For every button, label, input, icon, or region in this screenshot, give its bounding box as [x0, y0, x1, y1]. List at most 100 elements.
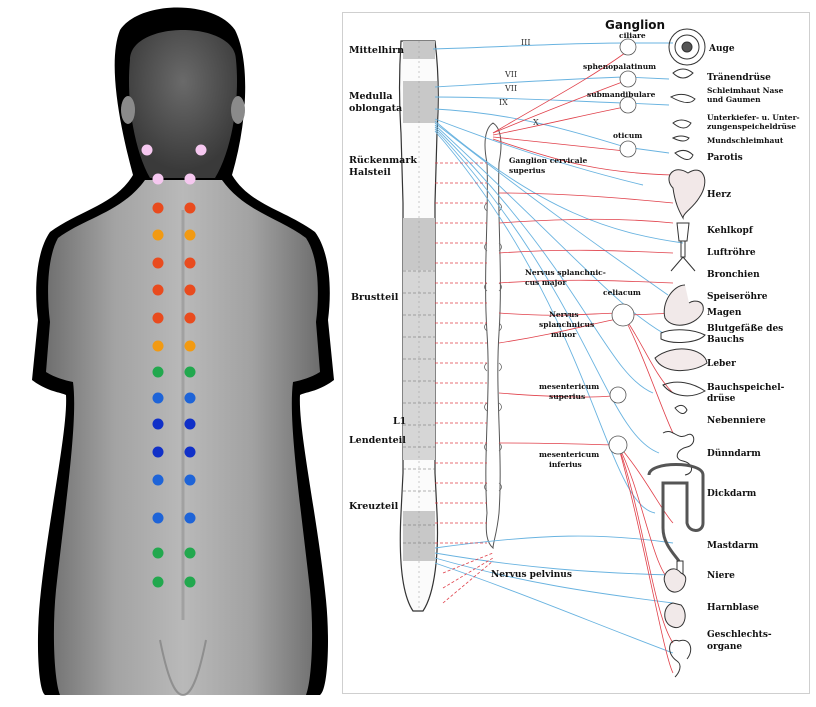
spine-dot-8-left — [152, 340, 164, 352]
label-l1: L1 — [393, 416, 406, 427]
nerve-vii-1: VII — [504, 70, 517, 79]
label-lendenteil: Lendenteil — [349, 435, 406, 446]
spine-dot-16-right — [184, 576, 196, 588]
ganglion-header: Ganglion — [605, 18, 665, 32]
parotid-icon — [674, 149, 694, 160]
bronchi-icon — [670, 256, 696, 272]
label-bronchien: Bronchien — [707, 270, 760, 280]
trachea-icon — [680, 240, 686, 258]
label-bauchspeichel-1: Bauchspeichel- — [707, 383, 785, 393]
splanchnicus-minor-2: splanchnicus — [539, 320, 594, 329]
liver-icon — [654, 348, 708, 372]
label-bauchspeichel-2: drüse — [707, 393, 736, 404]
splanchnicus-minor-1: Nervus — [549, 310, 579, 319]
spine-dot-8-right — [184, 340, 196, 352]
label-blutgefaesse-2: Bauchs — [707, 335, 744, 345]
heart-icon — [668, 169, 706, 220]
splanchnicus-major-1: Nervus splanchnic- — [525, 268, 606, 277]
spine-dot-10-left — [152, 392, 164, 404]
parasympathetic-fibers — [432, 42, 684, 654]
ganglion-cervicale-2: superius — [509, 166, 545, 175]
label-rueckenmark-1: Rückenmark — [349, 155, 417, 166]
blood-vessels-icon — [660, 329, 706, 343]
spine-dot-12-left — [152, 446, 164, 458]
nerve-x: X — [533, 118, 539, 127]
label-mittelhirn: Mittelhirn — [349, 45, 404, 56]
sympathetic-fibers — [435, 52, 684, 674]
label-brustteil: Brustteil — [351, 292, 399, 303]
label-geschlecht-2: organe — [707, 642, 742, 652]
mesentericum-inferius-1: mesentericum — [539, 450, 599, 459]
left-ear — [121, 96, 135, 124]
back-figure-svg — [32, 7, 334, 697]
label-nebenniere: Nebenniere — [707, 416, 766, 426]
head-hair — [128, 30, 238, 178]
organ-sketches — [647, 28, 708, 678]
pancreas-icon — [662, 381, 706, 397]
mesentericum-superius-1: mesentericum — [539, 382, 599, 391]
ganglion-sphenopalatinum: sphenopalatinum — [583, 62, 656, 71]
label-magen: Magen — [707, 308, 742, 318]
label-medulla-1: Medulla — [349, 91, 392, 102]
label-mastdarm: Mastdarm — [707, 541, 759, 551]
spine-dot-5-left — [152, 257, 164, 269]
ganglion-coeliacum: celiacum — [603, 288, 641, 297]
label-rueckenmark-2: Halsteil — [349, 167, 391, 178]
nervous-system-diagram: Ganglion Mittelhirn Medulla oblongata Rü… — [342, 12, 810, 694]
label-parotis: Parotis — [707, 153, 743, 163]
ganglion-cervicale-1: Ganglion cervicale — [509, 156, 587, 165]
right-ear — [231, 96, 245, 124]
label-auge: Auge — [708, 44, 735, 54]
label-dickdarm: Dickdarm — [707, 489, 757, 499]
lacrimal-gland-icon — [672, 68, 694, 79]
spine-dots — [141, 144, 207, 588]
spine-dot-16-left — [152, 576, 164, 588]
splanchnicus-minor-3: minor — [551, 330, 577, 339]
bladder-icon — [664, 602, 686, 629]
spine-dot-6-left — [152, 284, 164, 296]
spine-dot-15-right — [184, 547, 196, 559]
label-speiseroehre: Speiseröhre — [707, 291, 768, 302]
nasal-mucosa-icon — [669, 93, 696, 103]
ganglia-nodes — [608, 38, 637, 455]
label-luftroehre: Luftröhre — [707, 247, 756, 258]
spine-dot-13-left — [152, 474, 164, 486]
mesentericum-superius-2: superius — [549, 392, 585, 401]
spine-dot-3-left — [152, 202, 164, 214]
spine-dot-4-left — [152, 229, 164, 241]
label-blutgefaesse-1: Blutgefäße des — [707, 323, 783, 334]
spine-dot-12-right — [184, 446, 196, 458]
spine-dot-7-right — [184, 312, 196, 324]
label-medulla-2: oblongata — [349, 103, 402, 114]
nerve-vii-2: VII — [504, 84, 517, 93]
label-traenen: Tränendrüse — [707, 72, 771, 83]
label-nase-1: Schleimhaut Nase — [707, 86, 784, 95]
spine-dot-15-left — [152, 547, 164, 559]
spine-dot-9-right — [184, 366, 196, 378]
spine-dot-11-right — [184, 418, 196, 430]
spine-dot-10-right — [184, 392, 196, 404]
label-nase-2: und Gaumen — [707, 95, 761, 104]
spine-dot-2-right — [184, 173, 196, 185]
spine-dot-14-left — [152, 512, 164, 524]
nerve-ix: IX — [499, 98, 508, 107]
spine-dot-7-left — [152, 312, 164, 324]
label-herz: Herz — [707, 190, 731, 200]
spine-dot-3-right — [184, 202, 196, 214]
spine-dot-1-right — [195, 144, 207, 156]
label-niere: Niere — [707, 571, 735, 581]
nervus-pelvinus: Nervus pelvinus — [491, 570, 572, 580]
label-harnblase: Harnblase — [707, 603, 759, 613]
oral-mucosa-icon — [671, 135, 690, 142]
nerve-iii: III — [521, 38, 530, 47]
mesentericum-inferius-2: inferius — [549, 460, 582, 469]
label-mund: Mundschleimhaut — [707, 136, 784, 145]
spine-dot-1-left — [141, 144, 153, 156]
larynx-icon — [676, 222, 690, 242]
eye-icon — [668, 28, 706, 66]
label-kehlkopf: Kehlkopf — [707, 226, 754, 236]
spine-dot-2-left — [152, 173, 164, 185]
spine-dot-14-right — [184, 512, 196, 524]
label-leber: Leber — [707, 359, 736, 369]
sympathetic-trunk — [484, 122, 502, 550]
